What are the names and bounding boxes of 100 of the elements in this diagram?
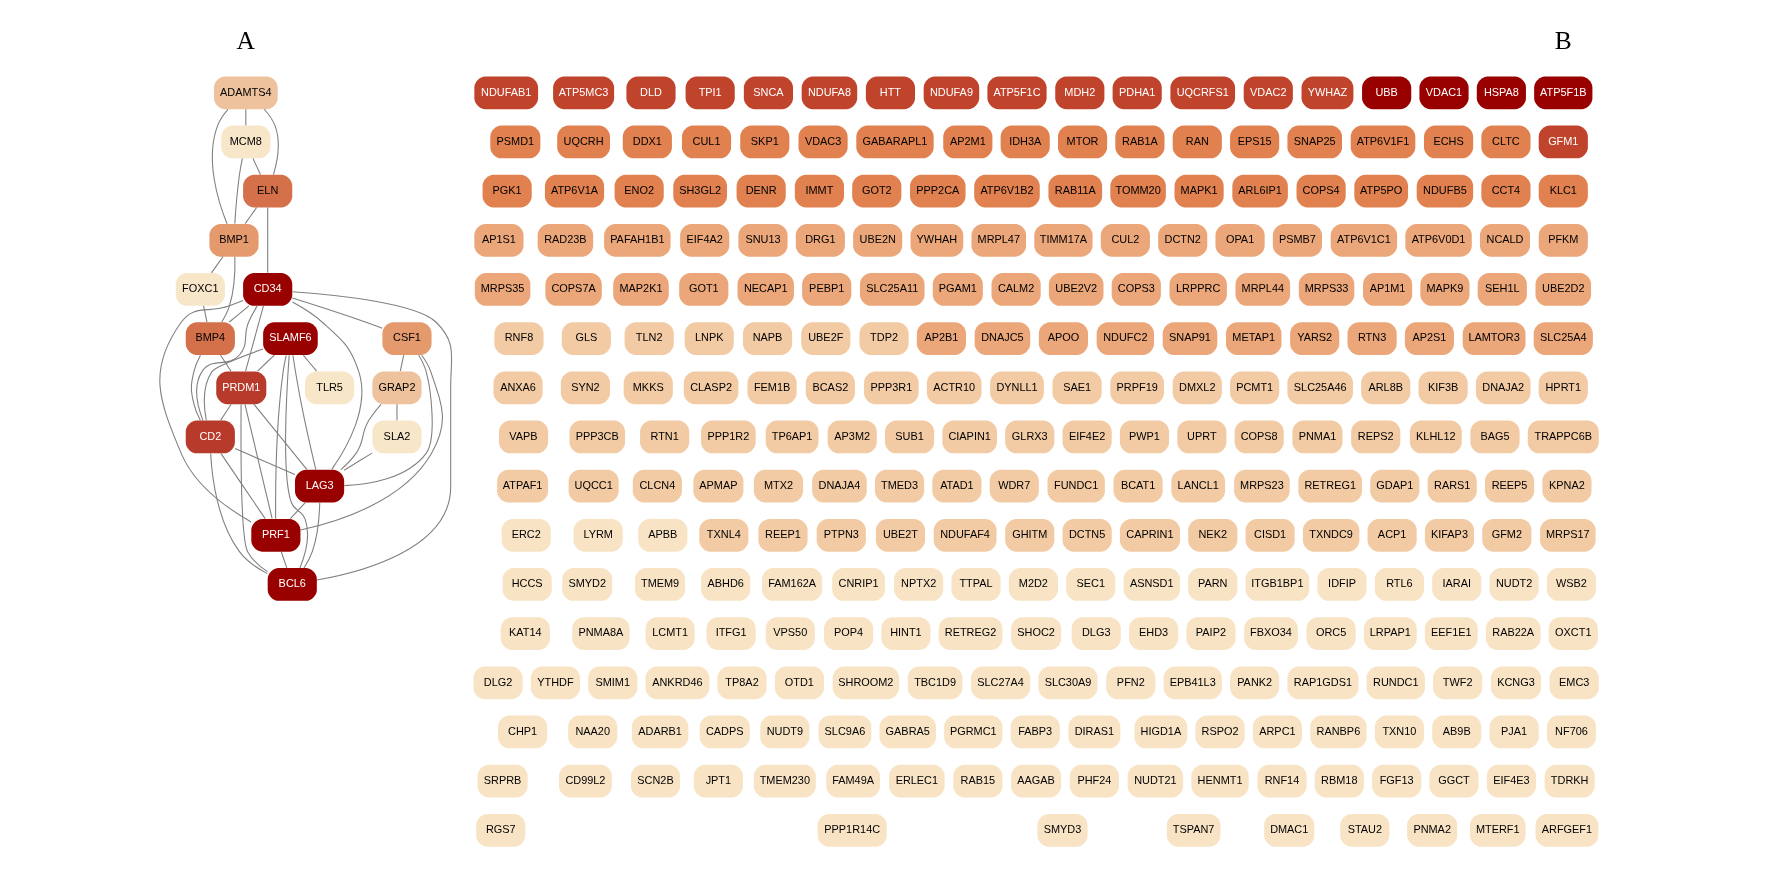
node-box: AP2S1: [1404, 322, 1454, 355]
node-box: EIF4E2: [1062, 420, 1112, 454]
node-box: PDHA1: [1112, 76, 1162, 110]
node-box: ITFG1: [706, 617, 756, 650]
node-box: FABP3: [1010, 715, 1060, 749]
node-box: DNAJA4: [811, 469, 867, 503]
node-box: CLTC: [1480, 125, 1530, 159]
node-box: NECAP1: [737, 273, 794, 306]
node-box: UQCRH: [556, 125, 610, 159]
node-box: PPP3R1: [863, 371, 919, 405]
node-box: IDH3A: [1000, 125, 1050, 159]
node-box: ARL6IP1: [1231, 174, 1288, 208]
node-box: KCNG3: [1490, 666, 1541, 700]
node-box: OPA1: [1215, 223, 1265, 257]
node-box: TDRKH: [1544, 764, 1595, 798]
node-box: LANCL1: [1170, 469, 1225, 503]
node-box: KPNA2: [1541, 469, 1591, 503]
node-box: MAP2K1: [612, 273, 669, 306]
connector: [274, 354, 287, 520]
node-box: ATP6V1C1: [1330, 223, 1397, 257]
node-box: NUDT9: [759, 715, 809, 749]
node-box: ATP5F1C: [986, 76, 1047, 110]
node-box: CLASP2: [683, 371, 738, 405]
node-box: SUB1: [884, 420, 934, 454]
node-box: DMXL2: [1172, 371, 1222, 405]
node-box: DLG3: [1071, 617, 1121, 650]
node-box: MCM8: [220, 125, 270, 159]
node-box: PRPF19: [1109, 371, 1164, 405]
node-box: RTN3: [1347, 322, 1397, 355]
connector: [203, 348, 263, 422]
node-box: RETREG1: [1297, 469, 1362, 503]
node-box: VAPB: [498, 420, 548, 454]
connector: [263, 108, 279, 176]
connector: [210, 256, 223, 274]
node-box: RTN1: [639, 420, 689, 454]
node-box: GLRX3: [1004, 420, 1054, 454]
node-box: DMAC1: [1263, 813, 1314, 847]
node-box: RTL6: [1374, 568, 1424, 601]
node-box: SLC9A6: [818, 715, 871, 749]
node-box: ATP5PO: [1353, 174, 1408, 208]
node-box: ANXA6: [493, 371, 543, 405]
node-box: EIF4A2: [679, 223, 729, 257]
node-box: CISD1: [1245, 518, 1295, 552]
node-box: CLCN4: [632, 469, 682, 503]
node-box: TLR5: [304, 371, 354, 405]
node-box: SNAP25: [1286, 125, 1342, 159]
node-box: CD2: [185, 420, 235, 454]
node-box: TXNDC9: [1302, 518, 1359, 552]
node-box: TDP2: [859, 322, 909, 355]
node-box: UBE2T: [875, 518, 925, 552]
label: B: [1554, 26, 1572, 56]
node-box: MKKS: [623, 371, 673, 405]
node-box: UBB: [1361, 76, 1411, 110]
node-box: RAP1GDS1: [1286, 666, 1358, 700]
node-box: HTT: [865, 76, 915, 110]
node-box: SLC25A46: [1286, 371, 1353, 405]
node-box: NDUFA9: [923, 76, 979, 110]
node-box: GGCT: [1428, 764, 1479, 798]
node-box: VDAC2: [1243, 76, 1293, 110]
node-box: ANKRD46: [645, 666, 709, 700]
node-box: CADPS: [699, 715, 750, 749]
node-box: PHF24: [1069, 764, 1119, 798]
node-box: CCT4: [1480, 174, 1530, 208]
node-box: UPRT: [1176, 420, 1226, 454]
node-box: GRAP2: [371, 371, 422, 405]
node-box: IDFIP: [1316, 568, 1367, 601]
node-box: LRPPRC: [1169, 273, 1227, 306]
node-box: TXN10: [1374, 715, 1424, 749]
node-box: HCCS: [502, 568, 552, 601]
node-box: PSMD1: [489, 125, 540, 159]
node-box: APOO: [1038, 322, 1088, 355]
node-box: MRPS33: [1298, 273, 1354, 306]
node-box: RAN: [1172, 125, 1222, 159]
node-box: MAPK9: [1419, 273, 1469, 306]
node-box: SLAMF6: [262, 322, 318, 355]
node-box: EMC3: [1549, 666, 1599, 700]
node-box: FOXC1: [175, 273, 225, 306]
node-box: COPS3: [1111, 273, 1161, 306]
node-box: MRPS35: [474, 273, 530, 306]
node-box: AP3M2: [827, 420, 877, 454]
node-box: SLC30A9: [1037, 666, 1098, 700]
connector: [202, 305, 208, 323]
node-box: NDUFC2: [1096, 322, 1154, 355]
node-box: RGS7: [475, 813, 525, 847]
node-box: AP2B1: [916, 322, 966, 355]
node-box: SNU13: [737, 223, 788, 257]
node-box: MRPL44: [1235, 273, 1290, 306]
node-box: REPS2: [1350, 420, 1400, 454]
node-box: TLN2: [624, 322, 674, 355]
node-box: PPP2CA: [909, 174, 966, 208]
node-box: LAG3: [294, 469, 344, 503]
node-box: FUNDC1: [1047, 469, 1105, 503]
node-box: CHP1: [497, 715, 547, 749]
node-box: UBE2N: [852, 223, 902, 257]
node-box: GOT2: [851, 174, 901, 208]
connector: [252, 403, 307, 470]
node-box: BCAS2: [805, 371, 855, 405]
connector: [220, 256, 235, 323]
node-box: DCTN2: [1157, 223, 1207, 257]
node-box: UBE2D2: [1535, 273, 1591, 306]
